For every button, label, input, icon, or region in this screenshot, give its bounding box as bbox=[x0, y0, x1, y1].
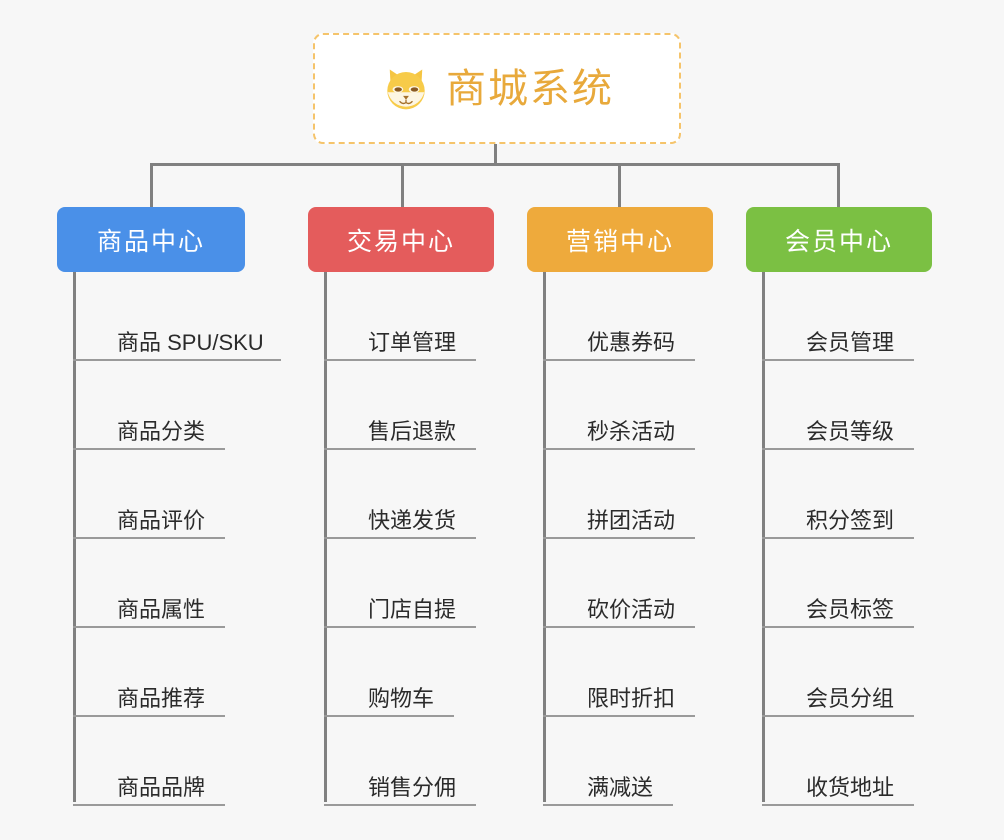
category-label-3: 营销中心 bbox=[565, 227, 674, 256]
leaf-item[interactable]: 售后退款 bbox=[324, 361, 476, 450]
connector-root-trunk bbox=[494, 144, 497, 166]
leaf-label: 优惠券码 bbox=[587, 329, 676, 355]
leaf-item[interactable]: 门店自提 bbox=[324, 539, 476, 628]
leaf-underline bbox=[73, 448, 225, 450]
leaf-item[interactable]: 积分签到 bbox=[762, 450, 914, 539]
leaf-underline bbox=[543, 715, 695, 717]
leaf-label: 商品分类 bbox=[117, 418, 206, 444]
leaf-label: 积分签到 bbox=[806, 507, 895, 533]
leaf-label: 会员管理 bbox=[806, 329, 895, 355]
leaf-item[interactable]: 商品分类 bbox=[73, 361, 283, 450]
leaf-item[interactable]: 商品评价 bbox=[73, 450, 283, 539]
leaf-item[interactable]: 会员等级 bbox=[762, 361, 914, 450]
shiba-dog-icon bbox=[387, 69, 425, 109]
leaf-label: 商品评价 bbox=[117, 507, 206, 533]
leaf-item[interactable]: 商品品牌 bbox=[73, 717, 283, 806]
leaf-underline bbox=[324, 715, 454, 717]
leaf-underline bbox=[543, 448, 695, 450]
leaf-item[interactable]: 拼团活动 bbox=[543, 450, 695, 539]
leaf-underline bbox=[762, 359, 914, 361]
leaf-item[interactable]: 限时折扣 bbox=[543, 628, 695, 717]
connector-horizontal-bus bbox=[150, 163, 840, 166]
leaf-item[interactable]: 销售分佣 bbox=[324, 717, 476, 806]
leaf-underline bbox=[543, 537, 695, 539]
root-node[interactable]: 商城系统 bbox=[313, 33, 681, 144]
connector-drop-3 bbox=[618, 163, 621, 208]
leaf-underline bbox=[324, 626, 476, 628]
leaf-item[interactable]: 砍价活动 bbox=[543, 539, 695, 628]
leaf-item[interactable]: 会员管理 bbox=[762, 272, 914, 361]
leaf-underline bbox=[762, 537, 914, 539]
category-label-4: 会员中心 bbox=[784, 227, 893, 256]
category-box-3[interactable]: 营销中心 bbox=[527, 207, 713, 272]
root-title: 商城系统 bbox=[446, 66, 614, 111]
branch-column-4: 会员管理 会员等级 积分签到 会员标签 会员分组 收货地址 bbox=[762, 272, 914, 806]
category-label-1: 商品中心 bbox=[96, 227, 205, 256]
leaf-label: 快递发货 bbox=[368, 507, 457, 533]
leaf-label: 会员标签 bbox=[806, 596, 895, 622]
leaf-underline bbox=[762, 804, 914, 806]
leaf-item[interactable]: 满减送 bbox=[543, 717, 695, 806]
leaf-label: 会员分组 bbox=[806, 685, 895, 711]
leaf-label: 售后退款 bbox=[368, 418, 457, 444]
leaf-underline bbox=[73, 715, 225, 717]
category-box-1[interactable]: 商品中心 bbox=[57, 207, 245, 272]
leaf-item[interactable]: 商品推荐 bbox=[73, 628, 283, 717]
leaf-underline bbox=[324, 537, 476, 539]
leaf-label: 销售分佣 bbox=[368, 774, 457, 800]
leaf-underline bbox=[543, 359, 695, 361]
leaf-label: 购物车 bbox=[368, 685, 435, 711]
leaf-label: 限时折扣 bbox=[587, 685, 676, 711]
leaf-underline bbox=[543, 804, 673, 806]
leaf-label: 商品 SPU/SKU bbox=[117, 329, 264, 355]
leaf-label: 会员等级 bbox=[806, 418, 895, 444]
leaf-label: 砍价活动 bbox=[587, 596, 676, 622]
leaf-label: 商品属性 bbox=[117, 596, 206, 622]
leaf-item[interactable]: 订单管理 bbox=[324, 272, 476, 361]
leaf-underline bbox=[762, 715, 914, 717]
leaf-underline bbox=[543, 626, 695, 628]
leaf-item[interactable]: 秒杀活动 bbox=[543, 361, 695, 450]
leaf-item[interactable]: 会员标签 bbox=[762, 539, 914, 628]
leaf-item[interactable]: 购物车 bbox=[324, 628, 476, 717]
leaf-label: 满减送 bbox=[587, 774, 654, 800]
branch-column-2: 订单管理 售后退款 快递发货 门店自提 购物车 销售分佣 bbox=[324, 272, 476, 806]
connector-drop-4 bbox=[837, 163, 840, 208]
leaf-item[interactable]: 会员分组 bbox=[762, 628, 914, 717]
leaf-label: 门店自提 bbox=[368, 596, 457, 622]
leaf-item[interactable]: 商品 SPU/SKU bbox=[73, 272, 283, 361]
leaf-item[interactable]: 优惠券码 bbox=[543, 272, 695, 361]
category-box-4[interactable]: 会员中心 bbox=[746, 207, 932, 272]
leaf-underline bbox=[73, 537, 225, 539]
leaf-underline bbox=[73, 626, 225, 628]
category-label-2: 交易中心 bbox=[346, 227, 455, 256]
leaf-label: 订单管理 bbox=[368, 329, 457, 355]
leaf-label: 商品推荐 bbox=[117, 685, 206, 711]
leaf-underline bbox=[762, 626, 914, 628]
leaf-underline bbox=[73, 804, 225, 806]
leaf-underline bbox=[73, 359, 281, 361]
branch-column-3: 优惠券码 秒杀活动 拼团活动 砍价活动 限时折扣 满减送 bbox=[543, 272, 695, 806]
leaf-label: 商品品牌 bbox=[117, 774, 206, 800]
leaf-label: 拼团活动 bbox=[587, 507, 676, 533]
leaf-item[interactable]: 快递发货 bbox=[324, 450, 476, 539]
connector-drop-2 bbox=[401, 163, 404, 208]
leaf-underline bbox=[324, 448, 476, 450]
connector-drop-1 bbox=[150, 163, 153, 208]
leaf-item[interactable]: 商品属性 bbox=[73, 539, 283, 628]
leaf-label: 收货地址 bbox=[806, 774, 895, 800]
leaf-label: 秒杀活动 bbox=[587, 418, 676, 444]
branch-column-1: 商品 SPU/SKU 商品分类 商品评价 商品属性 商品推荐 商品品牌 bbox=[73, 272, 283, 806]
category-box-2[interactable]: 交易中心 bbox=[308, 207, 494, 272]
leaf-underline bbox=[324, 804, 476, 806]
leaf-underline bbox=[762, 448, 914, 450]
leaf-underline bbox=[324, 359, 476, 361]
leaf-item[interactable]: 收货地址 bbox=[762, 717, 914, 806]
